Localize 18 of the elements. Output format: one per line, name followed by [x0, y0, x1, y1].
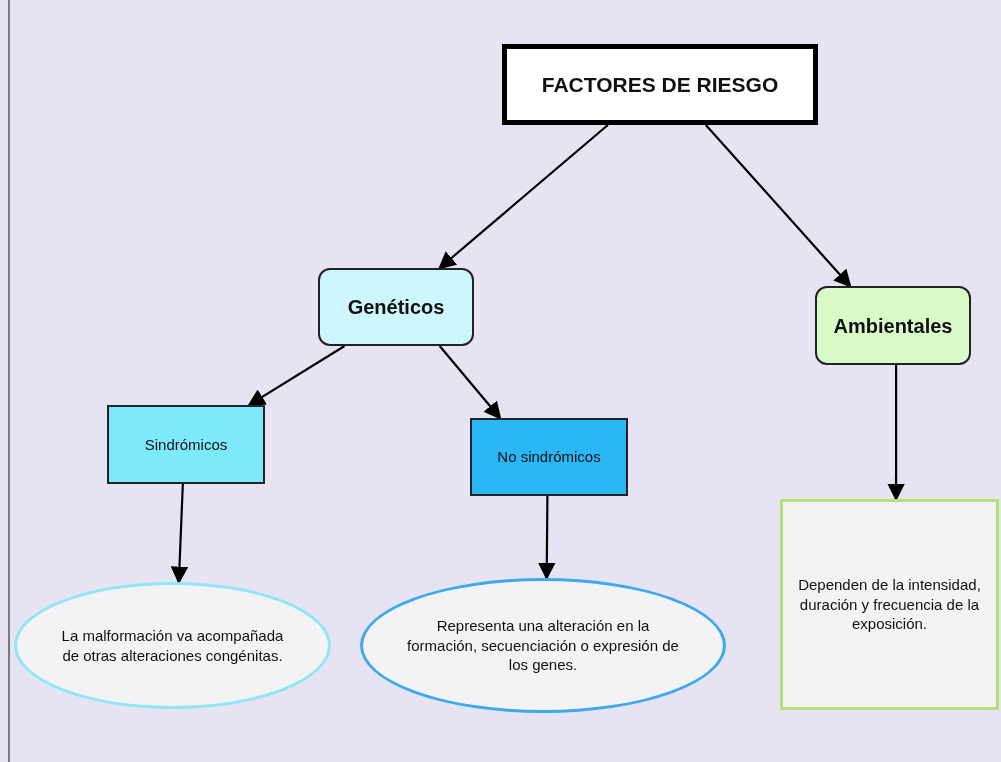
title-box — [502, 44, 818, 125]
subcategory-box — [107, 405, 265, 484]
node-text: Genéticos — [347, 295, 445, 320]
node-text: Dependen de la intensidad, duración y frecuencia de la exposición. — [797, 575, 982, 634]
node-text: Sindrómicos — [144, 434, 228, 455]
node-text: No sindrómicos — [497, 447, 601, 467]
arrow — [247, 345, 346, 407]
node-text: FACTORES DE RIESGO — [541, 71, 779, 98]
arrow — [438, 345, 502, 420]
node-text: Representa una alteración en la formación, secuenciación o expresión de los genes. — [406, 616, 680, 675]
category-box — [815, 286, 971, 365]
arrow — [438, 124, 609, 270]
description-box — [780, 499, 999, 710]
node-text: Ambientales — [833, 313, 953, 339]
arrow — [705, 124, 852, 288]
node-text: La malformación va acompañada de otras alteraciones congénitas. — [60, 626, 285, 665]
category-box — [318, 268, 474, 346]
subcategory-box — [470, 418, 628, 496]
